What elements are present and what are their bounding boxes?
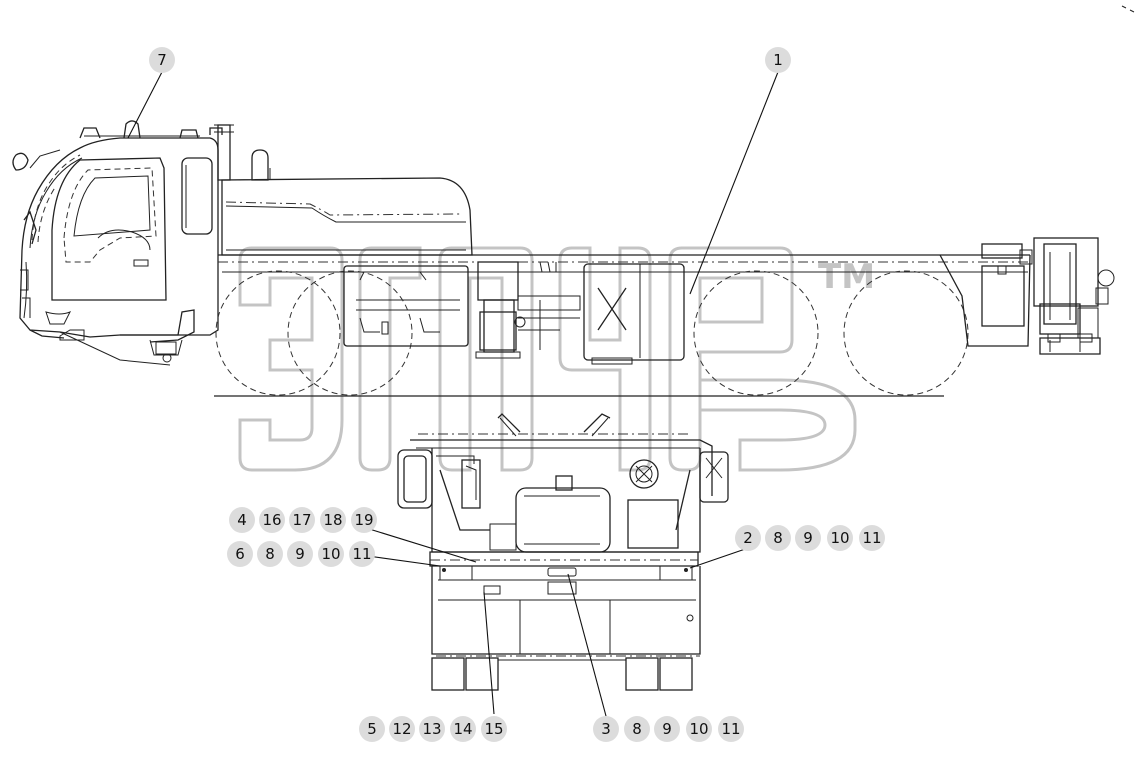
callout-label: 5 bbox=[367, 720, 377, 738]
callout-label: 12 bbox=[392, 720, 411, 738]
callout-label: 9 bbox=[662, 720, 672, 738]
callout-label: 16 bbox=[262, 511, 281, 529]
leader-lines bbox=[127, 71, 779, 717]
callout-label: 7 bbox=[157, 51, 167, 69]
cab-side-view bbox=[12, 120, 223, 366]
callout-label: 17 bbox=[292, 511, 311, 529]
callout-label: 19 bbox=[354, 511, 373, 529]
rear-view bbox=[397, 413, 729, 691]
corner-mark bbox=[1121, 5, 1135, 13]
callout-label: 8 bbox=[265, 545, 275, 563]
callout-label: 11 bbox=[352, 545, 371, 563]
callout-group-1: 4 16 17 18 19 bbox=[229, 507, 377, 533]
callout-label: 8 bbox=[773, 529, 783, 547]
callout-label: 18 bbox=[323, 511, 342, 529]
callout-label: 9 bbox=[803, 529, 813, 547]
callout-group-4: 5 12 13 14 15 bbox=[359, 716, 507, 742]
road-wheels bbox=[215, 270, 969, 396]
callout-label: 8 bbox=[632, 720, 642, 738]
trademark-symbol: TM bbox=[818, 257, 875, 297]
callout-group-2: 6 8 9 10 11 bbox=[227, 541, 375, 567]
carrier-side-view bbox=[214, 124, 1115, 397]
callout-label: 10 bbox=[689, 720, 708, 738]
callout-group-5: 3 8 9 10 11 bbox=[593, 716, 744, 742]
callout-label: 6 bbox=[235, 545, 245, 563]
callout-1: 1 bbox=[765, 47, 791, 73]
callout-label: 10 bbox=[321, 545, 340, 563]
callout-label: 14 bbox=[453, 720, 472, 738]
callout-label: 11 bbox=[862, 529, 881, 547]
callout-label: 13 bbox=[422, 720, 441, 738]
watermark: TM bbox=[238, 246, 875, 472]
callout-label: 10 bbox=[830, 529, 849, 547]
callout-7: 7 bbox=[149, 47, 175, 73]
callout-group-3: 2 8 9 10 11 bbox=[735, 525, 885, 551]
callout-label: 1 bbox=[773, 51, 783, 69]
callout-label: 15 bbox=[484, 720, 503, 738]
callout-label: 4 bbox=[237, 511, 247, 529]
callout-label: 11 bbox=[721, 720, 740, 738]
callout-label: 2 bbox=[743, 529, 753, 547]
callout-label: 9 bbox=[295, 545, 305, 563]
callout-label: 3 bbox=[601, 720, 611, 738]
